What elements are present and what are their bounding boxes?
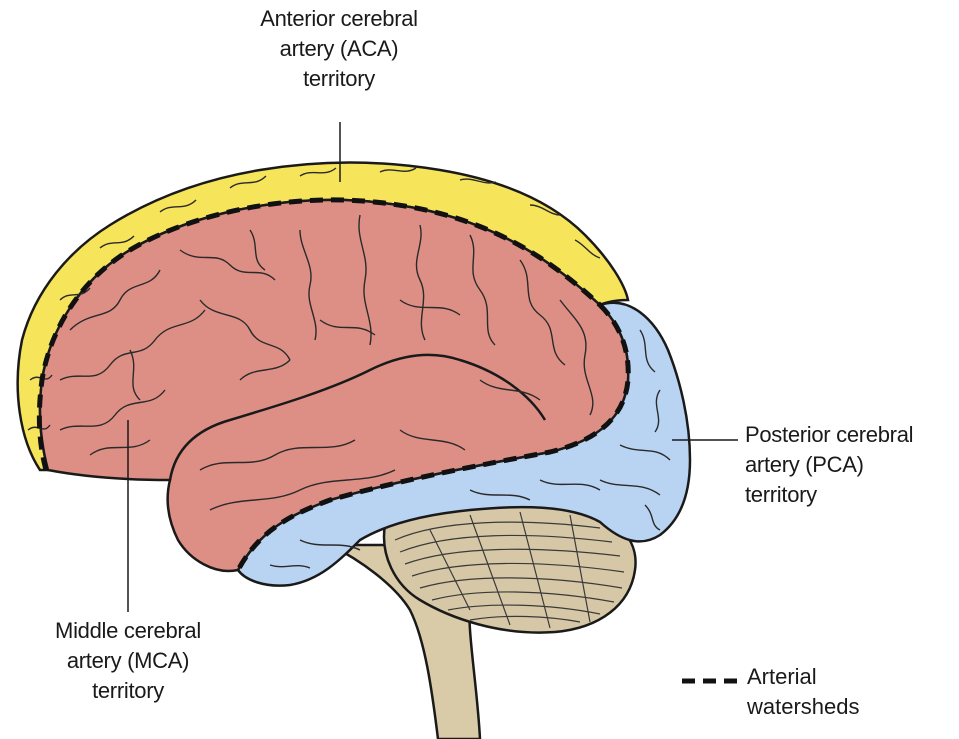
mca-label: Middle cerebral artery (MCA) territory — [10, 616, 246, 706]
mca-label-line-3: territory — [10, 676, 246, 706]
aca-label-line-3: territory — [214, 64, 464, 94]
pca-label: Posterior cerebral artery (PCA) territor… — [745, 420, 959, 510]
aca-label: Anterior cerebral artery (ACA) territory — [214, 4, 464, 94]
pca-label-line-3: territory — [745, 480, 959, 510]
pca-label-line-2: artery (PCA) — [745, 450, 959, 480]
aca-label-line-1: Anterior cerebral — [214, 4, 464, 34]
dashed-line-icon — [680, 676, 740, 686]
mca-label-line-2: artery (MCA) — [10, 646, 246, 676]
mca-label-line-1: Middle cerebral — [10, 616, 246, 646]
aca-label-line-2: artery (ACA) — [214, 34, 464, 64]
legend-label: Arterial watersheds — [747, 662, 860, 722]
legend: Arterial watersheds — [680, 662, 950, 732]
pca-label-line-1: Posterior cerebral — [745, 420, 959, 450]
legend-label-line-2: watersheds — [747, 692, 860, 722]
legend-label-line-1: Arterial — [747, 662, 860, 692]
